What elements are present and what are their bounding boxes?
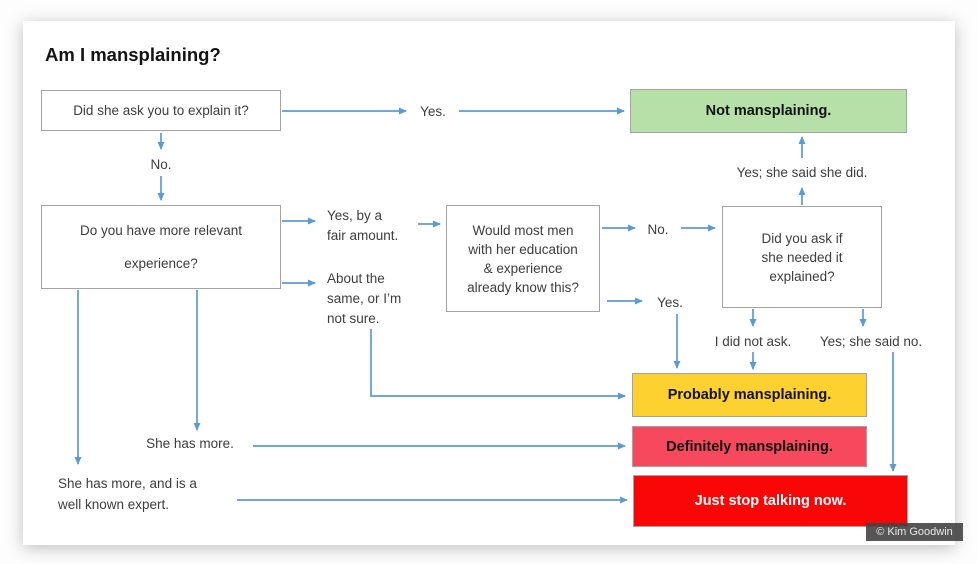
node-more-relevant-experience: Do you have more relevant experience?	[41, 205, 281, 289]
edge-label-no-2: No.	[647, 222, 669, 237]
node-did-she-ask: Did she ask you to explain it?	[41, 90, 281, 131]
result-probably-mansplaining: Probably mansplaining.	[632, 373, 867, 417]
edge-label-no: No.	[150, 157, 172, 172]
result-definitely-mansplaining: Definitely mansplaining.	[632, 426, 867, 467]
edge-label-she-has-more: She has more.	[146, 436, 234, 451]
result-not-mansplaining: Not mansplaining.	[630, 89, 907, 133]
edge-label-i-did-not-ask: I did not ask.	[714, 334, 792, 349]
copyright-watermark: © Kim Goodwin	[866, 523, 963, 541]
edge-label-about-the-same: About the same, or I’m not sure.	[327, 271, 402, 326]
edge-label-yes: Yes.	[420, 104, 446, 119]
node-did-you-ask: Did you ask if she needed it explained?	[722, 206, 882, 308]
node-would-most-men-know: Would most men with her education & expe…	[446, 205, 600, 312]
edge-label-yes-she-said-no: Yes; she said no.	[819, 334, 923, 349]
edge-label-yes-fair-amount: Yes, by a fair amount.	[327, 208, 399, 243]
page-title: Am I mansplaining?	[45, 44, 221, 65]
result-just-stop-talking: Just stop talking now.	[633, 475, 908, 527]
edge-label-she-has-more-expert: She has more, and is a well known expert…	[58, 476, 197, 512]
edge-label-yes-she-said-she-did: Yes; she said she did.	[736, 165, 868, 180]
edge-label-yes-2: Yes.	[657, 295, 683, 310]
